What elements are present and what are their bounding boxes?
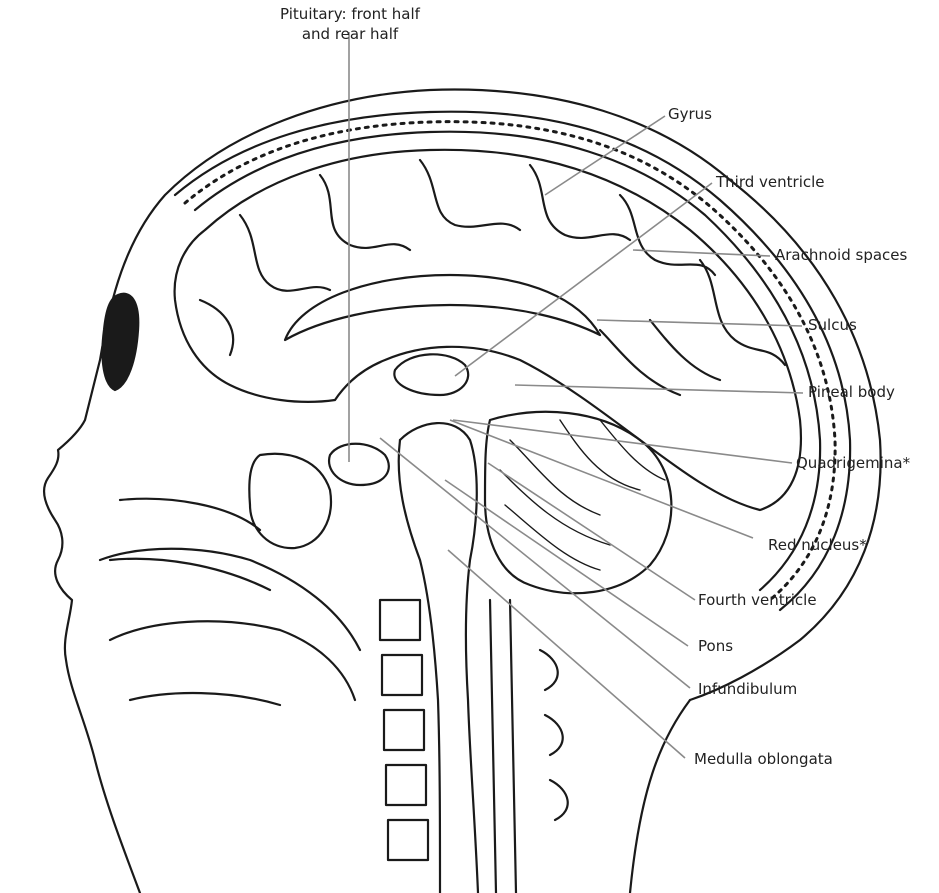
skull-texture: [185, 122, 835, 600]
skull-inner: [195, 132, 820, 590]
label-medulla-oblongata: Medulla oblongata: [694, 749, 833, 769]
spinal-canal: [490, 600, 516, 893]
label-quadrigemina: Quadrigemina*: [796, 453, 910, 473]
leader-pineal-body: [515, 385, 803, 393]
leader-arachnoid-spaces: [633, 250, 770, 256]
label-gyrus: Gyrus: [668, 104, 712, 124]
brainstem-front: [399, 440, 440, 893]
leader-gyrus: [545, 116, 665, 195]
label-infundibulum: Infundibulum: [698, 679, 797, 699]
label-pons: Pons: [698, 636, 733, 656]
label-third-ventricle: Third ventricle: [716, 172, 825, 192]
vertebrae: [380, 600, 428, 860]
leader-sulcus: [597, 320, 802, 326]
corpus-callosum: [285, 275, 600, 340]
nasal-cavity: [110, 454, 331, 590]
leader-infundibulum: [380, 438, 690, 688]
spinous-processes: [540, 650, 568, 820]
label-pituitary-line1: Pituitary: front half: [252, 4, 448, 24]
label-arachnoid-spaces: Arachnoid spaces: [775, 245, 907, 265]
oral-cavity: [100, 549, 360, 705]
label-sulcus: Sulcus: [808, 315, 857, 335]
neck-back: [630, 700, 690, 893]
leader-red-nucleus: [450, 420, 753, 538]
leader-medulla-oblongata: [448, 550, 685, 758]
cerebellum-folia: [500, 420, 665, 570]
label-pituitary: Pituitary: front half and rear half: [252, 4, 448, 44]
label-pineal-body: Pineal body: [808, 382, 895, 402]
label-fourth-ventricle: Fourth ventricle: [698, 590, 817, 610]
pituitary-region: [329, 444, 389, 485]
label-red-nucleus: Red nucleus*: [768, 535, 867, 555]
label-pituitary-line2: and rear half: [252, 24, 448, 44]
frontal-sinus: [102, 294, 138, 390]
